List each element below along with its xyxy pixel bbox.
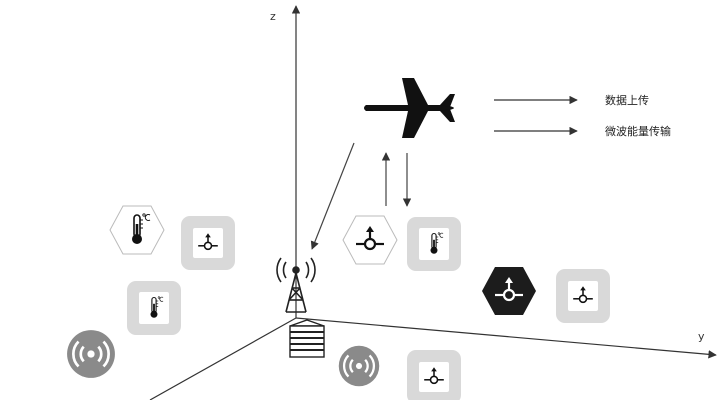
- ground-station-icon: [289, 319, 325, 358]
- sensor-node-icon: [342, 215, 398, 265]
- axes: z y: [149, 5, 717, 400]
- y-axis-label: y: [698, 330, 705, 343]
- z-axis-label: z: [270, 10, 276, 23]
- wireless-signal-icon: [65, 328, 117, 380]
- legend: 数据上传 微波能量传输: [494, 93, 671, 138]
- antenna-tower-icon: [276, 257, 316, 313]
- legend-energy-label: 微波能量传输: [605, 124, 671, 138]
- sensor-node-icon: [556, 269, 610, 323]
- legend-data-upload-label: 数据上传: [605, 93, 649, 107]
- links: [310, 142, 412, 250]
- x-axis: [149, 317, 297, 400]
- sensor-node-icon: [407, 350, 461, 400]
- thermometer-icon: [127, 281, 181, 335]
- airplane-icon: [364, 78, 455, 138]
- y-axis: [295, 317, 717, 359]
- wireless-signal-icon: [337, 344, 381, 388]
- sensor-node-icon: [482, 267, 536, 315]
- aircraft-to-tower-arrow: [310, 142, 355, 250]
- thermometer-icon: [109, 205, 165, 255]
- thermometer-icon: [407, 217, 461, 271]
- sensor-node-icon: [181, 216, 235, 270]
